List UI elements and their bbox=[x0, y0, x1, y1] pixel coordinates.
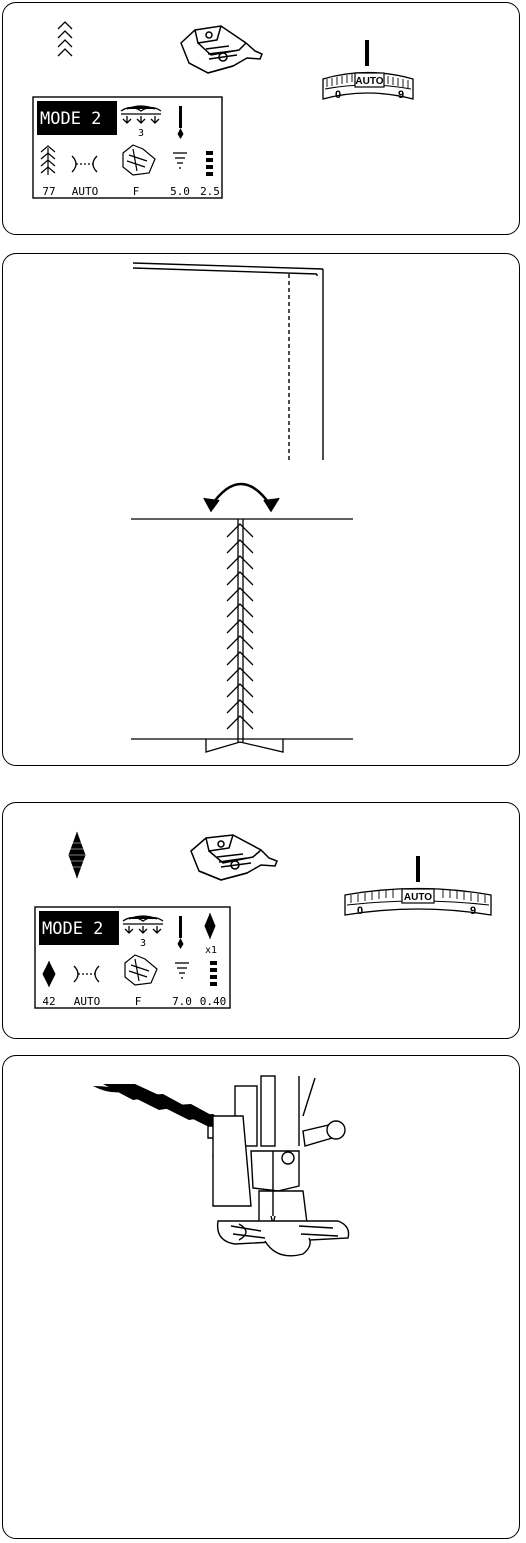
pressure-value: 3 bbox=[138, 128, 144, 139]
tension-value: AUTO bbox=[72, 185, 99, 198]
dial-max-label: 9 bbox=[470, 905, 476, 917]
presser-foot-f-icon bbox=[191, 835, 277, 880]
stitch-width-value: 7.0 bbox=[172, 995, 192, 1008]
lcd-screen: MODE 2 3 x1 bbox=[35, 907, 230, 1008]
dial-auto-label: AUTO bbox=[355, 76, 383, 87]
presser-foot-assembly bbox=[208, 1076, 349, 1256]
tension-dial: AUTO 0 9 bbox=[345, 856, 491, 917]
dial-min-label: 0 bbox=[357, 905, 363, 917]
dial-auto-label: AUTO bbox=[404, 892, 432, 903]
pattern-number: 77 bbox=[42, 185, 55, 198]
fagoting-stitch-icon bbox=[58, 22, 72, 56]
tension-dial: AUTO 0 9 bbox=[323, 40, 413, 101]
satin-settings-panel: AUTO 0 9 MODE 2 3 x1 bbox=[2, 802, 520, 1039]
pattern-number: 42 bbox=[42, 995, 55, 1008]
elongation-value: x1 bbox=[205, 945, 217, 956]
stitch-length-value: 0.40 bbox=[200, 995, 227, 1008]
fagoting-seam bbox=[131, 519, 353, 752]
pressure-icon bbox=[123, 916, 163, 933]
lcd-screen: MODE 2 3 bbox=[33, 97, 222, 198]
stitch-length-value: 2.5 bbox=[200, 185, 220, 198]
pressure-value: 3 bbox=[140, 938, 146, 949]
fagoting-settings-panel: AUTO 0 9 MODE 2 3 bbox=[2, 2, 520, 235]
lcd-mode: MODE 2 bbox=[42, 919, 103, 939]
sewing-illustration-panel bbox=[2, 1055, 520, 1539]
folded-fabric bbox=[133, 263, 323, 460]
diamond-stitch-icon bbox=[69, 832, 85, 878]
fagoting-illustration-panel bbox=[2, 253, 520, 766]
presser-foot-f-icon bbox=[181, 26, 262, 73]
stitch-width-value: 5.0 bbox=[170, 185, 190, 198]
tension-value: AUTO bbox=[74, 995, 101, 1008]
dial-max-label: 9 bbox=[398, 89, 404, 101]
foot-value: F bbox=[133, 185, 140, 198]
foot-value: F bbox=[135, 995, 142, 1008]
lcd-mode: MODE 2 bbox=[40, 109, 101, 129]
dial-min-label: 0 bbox=[335, 89, 341, 101]
flip-arrow-icon bbox=[204, 484, 279, 511]
pressure-icon bbox=[121, 106, 161, 123]
